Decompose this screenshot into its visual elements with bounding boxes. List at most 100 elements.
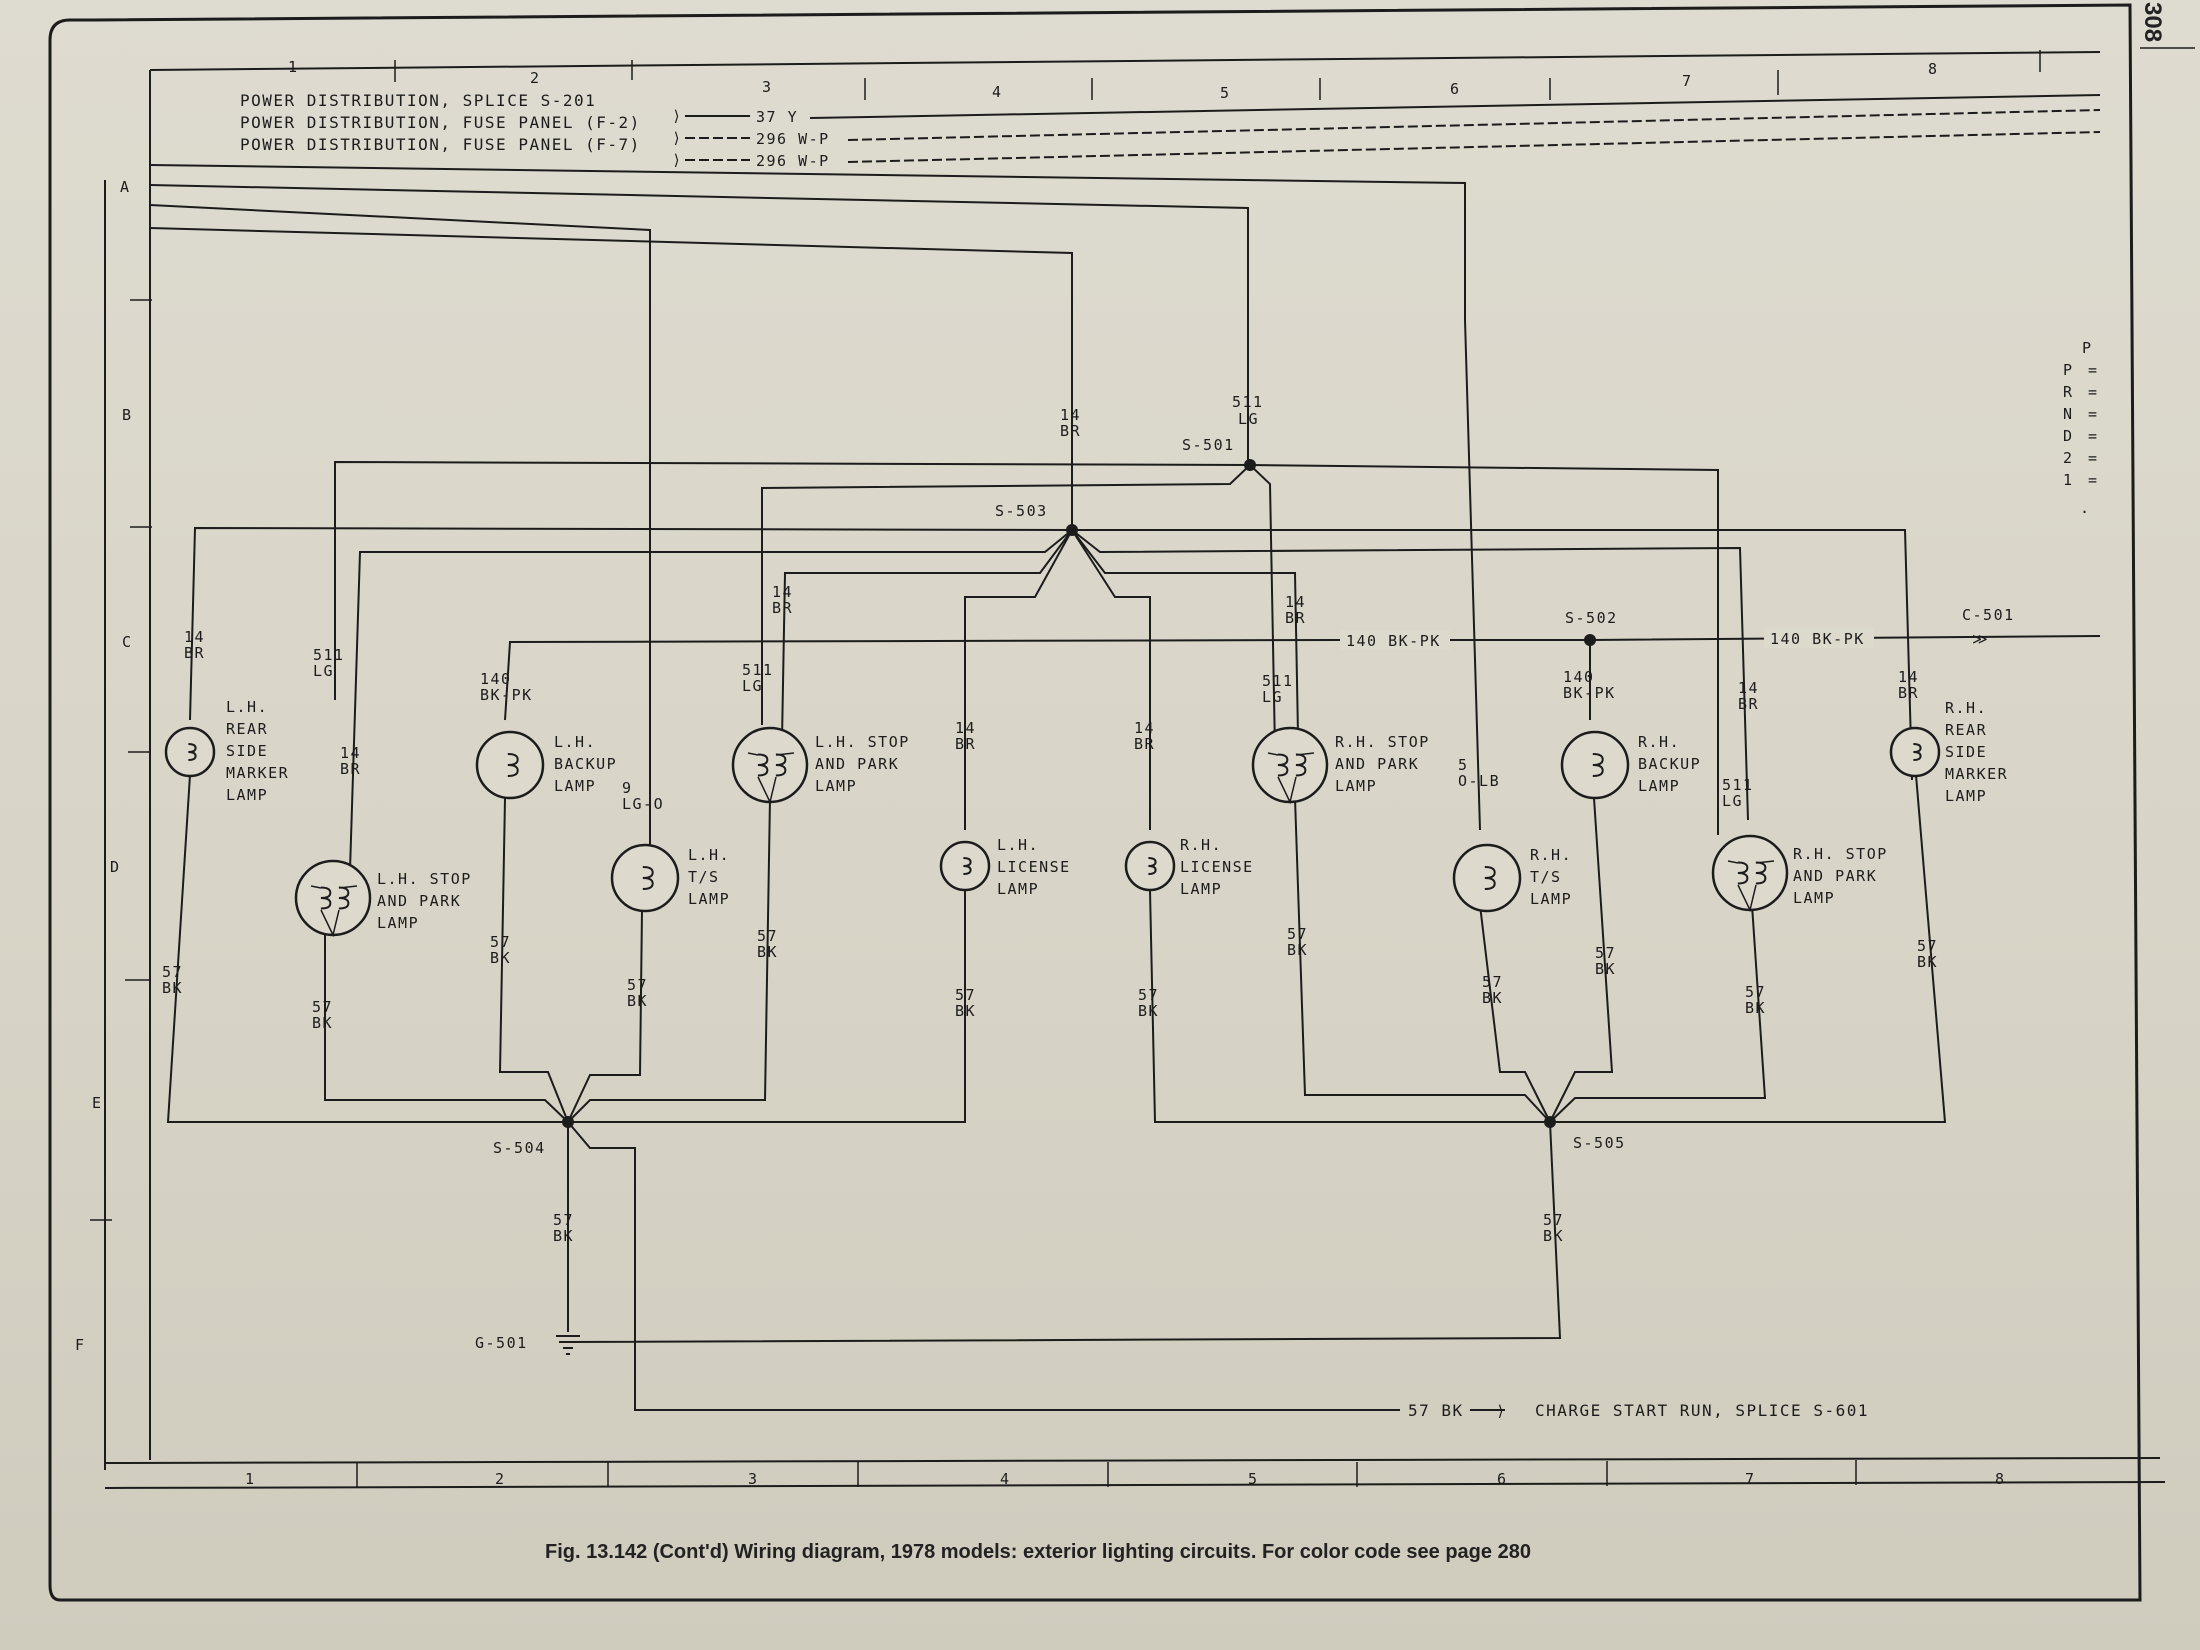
source-wire-37y: 37 Y bbox=[756, 108, 798, 126]
wire-color: BK bbox=[627, 992, 648, 1010]
splice-s501-node bbox=[1244, 459, 1256, 471]
charge-wire-label: 57 BK bbox=[1408, 1401, 1464, 1420]
wire-gauge: 57 bbox=[757, 927, 778, 945]
col-top-6: 6 bbox=[1450, 80, 1461, 98]
wire-br-label: BR bbox=[1060, 422, 1081, 440]
wire-lg-label: LG bbox=[1238, 410, 1259, 428]
prnd-eq: = bbox=[2088, 449, 2099, 467]
prnd-P: P bbox=[2063, 361, 2074, 379]
lamp-label-lh-side-marker: LAMP bbox=[226, 786, 268, 804]
lamps bbox=[164, 726, 1941, 938]
lamp-label-lh-ts: L.H. bbox=[688, 846, 730, 864]
lamp-label-lh-stop-park-inner: AND PARK bbox=[815, 755, 899, 773]
filament-leads bbox=[1267, 752, 1315, 756]
wire-color: BR bbox=[772, 599, 793, 617]
wire-gauge: 57 bbox=[312, 998, 333, 1016]
lamp-rh-stop-park-outer-icon bbox=[1711, 834, 1789, 913]
wire-gauge: 9 bbox=[622, 779, 633, 797]
frame-bottom-2 bbox=[104, 1481, 2166, 1489]
filament-2 bbox=[1295, 753, 1307, 777]
source-label-f7: POWER DISTRIBUTION, FUSE PANEL (F-7) bbox=[240, 135, 641, 154]
lamp-label-rh-ts: R.H. bbox=[1530, 846, 1572, 864]
col-bottom-2: 2 bbox=[495, 1470, 506, 1488]
figure-caption: Fig. 13.142 (Cont'd) Wiring diagram, 197… bbox=[545, 1541, 1531, 1563]
filament-leads bbox=[1727, 860, 1775, 864]
filament bbox=[642, 866, 654, 890]
svg-text:⟩: ⟩ bbox=[672, 129, 683, 147]
prnd-eq: = bbox=[2088, 427, 2099, 445]
lamp-label-rh-backup: LAMP bbox=[1638, 777, 1680, 795]
filament-leads bbox=[310, 885, 358, 889]
wire-gauge: 511 bbox=[313, 646, 345, 664]
filament-1 bbox=[1737, 861, 1749, 885]
connector-c501-symbol: ≫ bbox=[1972, 630, 1989, 648]
col-top-7: 7 bbox=[1682, 72, 1693, 90]
bus-140-label-b: 140 BK-PK bbox=[1770, 630, 1865, 648]
lamp-label-lh-license: L.H. bbox=[997, 836, 1039, 854]
lamp-lh-ts-icon bbox=[610, 843, 680, 913]
lamp-label-lh-side-marker: REAR bbox=[226, 720, 268, 738]
lamp-label-rh-ts: T/S bbox=[1530, 868, 1562, 886]
filament-1 bbox=[1277, 753, 1289, 777]
lamp-label-rh-license: R.H. bbox=[1180, 836, 1222, 854]
svg-text:⟩: ⟩ bbox=[672, 151, 683, 169]
wire-gauge: 14 bbox=[1285, 593, 1306, 611]
lamp-bulb-outline bbox=[294, 859, 372, 937]
wire-color: BK bbox=[1917, 953, 1938, 971]
splice-s503-label: S-503 bbox=[995, 502, 1048, 520]
lamp-label-rh-stop-park-outer: AND PARK bbox=[1793, 867, 1877, 885]
wire-color: BK bbox=[312, 1014, 333, 1032]
wire-color: O-LB bbox=[1458, 772, 1500, 790]
wire-gauge: 14 bbox=[184, 628, 205, 646]
wire-gauge: 57 bbox=[553, 1211, 574, 1229]
wire-color: BK bbox=[1482, 989, 1503, 1007]
wire-gauge: 57 bbox=[955, 986, 976, 1004]
lamp-label-rh-stop-park-inner: LAMP bbox=[1335, 777, 1377, 795]
wire-color: BK bbox=[1287, 941, 1308, 959]
wire-gauge: 14 bbox=[1898, 668, 1919, 686]
lamp-label-rh-stop-park-inner: AND PARK bbox=[1335, 755, 1419, 773]
filament-leads bbox=[747, 752, 795, 756]
prnd-P: P bbox=[2082, 339, 2093, 357]
col-bottom-6: 6 bbox=[1497, 1470, 1508, 1488]
lamp-label-lh-backup: L.H. bbox=[554, 733, 596, 751]
wire-color: BR bbox=[1285, 609, 1306, 627]
col-top-1: 1 bbox=[288, 58, 299, 76]
row-C: C bbox=[122, 633, 133, 651]
lamp-label-rh-license: LICENSE bbox=[1180, 858, 1254, 876]
wire-color: LG-O bbox=[622, 795, 664, 813]
row-ticks bbox=[90, 299, 152, 1221]
wire-color: LG bbox=[313, 662, 334, 680]
source-wire-296-a: 296 W-P bbox=[756, 130, 830, 148]
wire-gauge: 511 bbox=[742, 661, 774, 679]
lamp-label-rh-side-marker: SIDE bbox=[1945, 743, 1987, 761]
wire-color: BR bbox=[955, 735, 976, 753]
wire-color: BK bbox=[1138, 1002, 1159, 1020]
wire-color: LG bbox=[1262, 688, 1283, 706]
wire-gauge: 511 bbox=[1722, 776, 1754, 794]
prnd-eq: = bbox=[2088, 471, 2099, 489]
prnd-eq: = bbox=[2088, 405, 2099, 423]
wire-gauge: 511 bbox=[1262, 672, 1294, 690]
wire-gauge: 14 bbox=[340, 744, 361, 762]
filament-2 bbox=[1755, 861, 1767, 885]
wire-color: LG bbox=[742, 677, 763, 695]
lamp-rh-license-icon bbox=[1124, 840, 1176, 892]
filament-ground bbox=[1277, 776, 1297, 805]
lamp-rh-backup-icon bbox=[1560, 730, 1630, 800]
wire-color: BR bbox=[1898, 684, 1919, 702]
prnd-D: D bbox=[2063, 427, 2074, 445]
filament-2 bbox=[338, 886, 350, 910]
bus-140-label-a: 140 BK-PK bbox=[1346, 632, 1441, 650]
ground-returns: S-504 S-505 bbox=[166, 774, 1947, 1411]
